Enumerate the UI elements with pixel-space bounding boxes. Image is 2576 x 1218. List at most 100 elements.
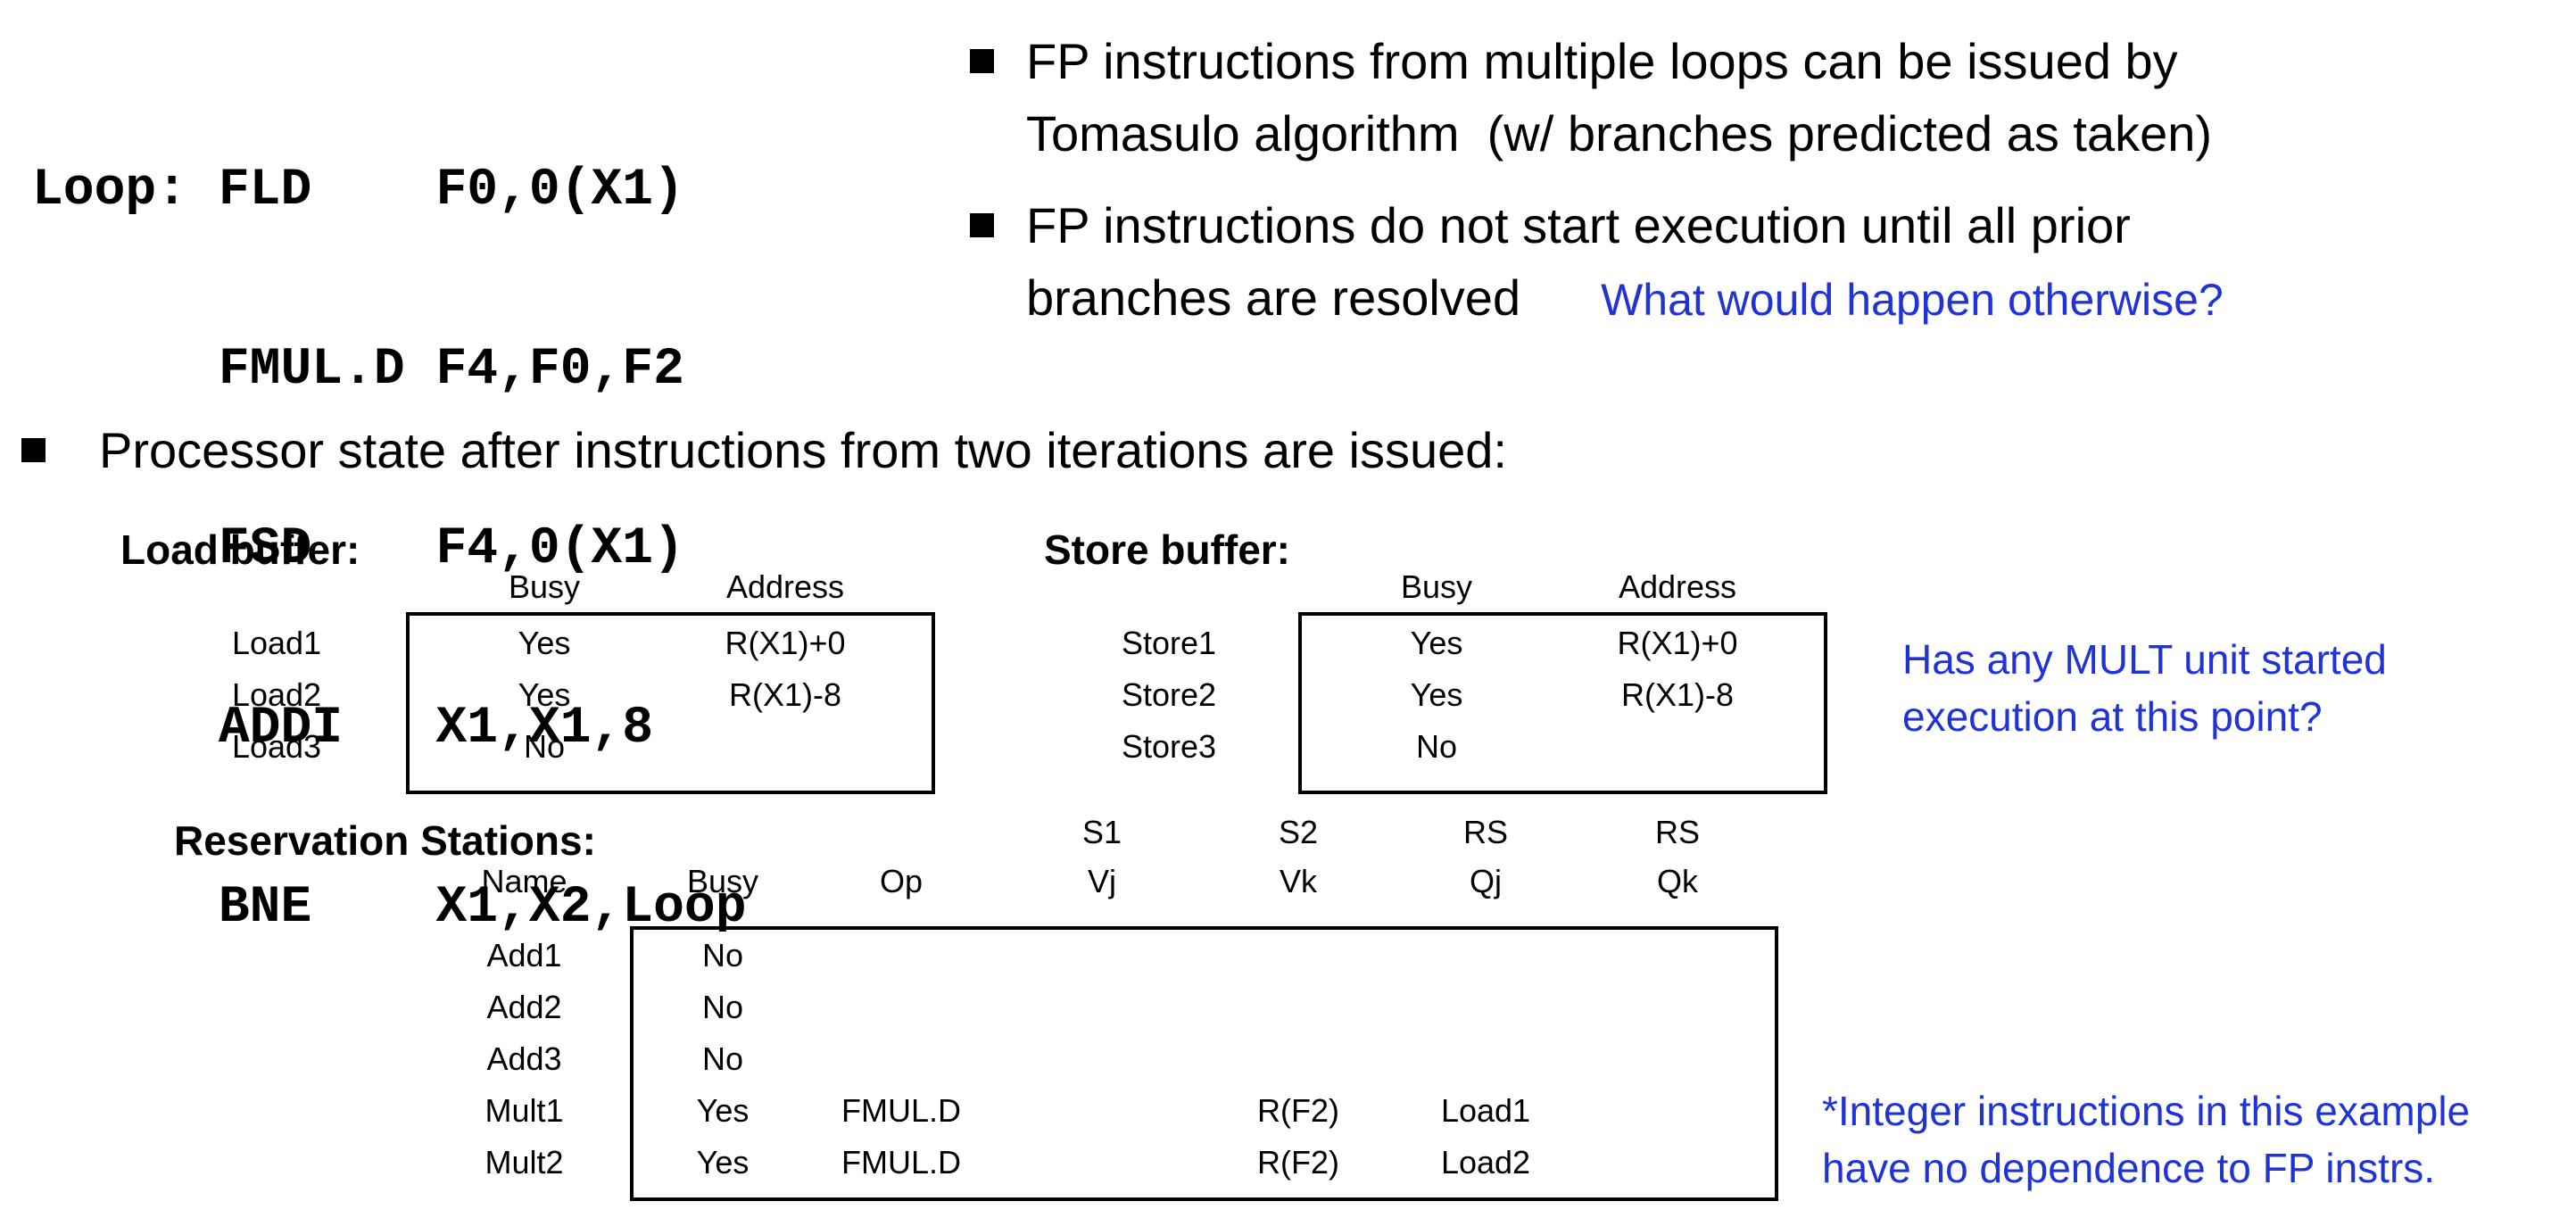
cell-address: R(X1)-8 xyxy=(1620,676,1735,713)
table-row: Add1 No xyxy=(384,930,1798,982)
table-border xyxy=(1298,612,1827,794)
note-line: Has any MULT unit started xyxy=(1902,636,2387,683)
code-line: FMUL.D F4,F0,F2 xyxy=(32,341,684,399)
load-buffer-title: Load buffer: xyxy=(120,526,360,573)
column-header-busy: Busy xyxy=(686,863,759,899)
super-column-header-s2: S2 xyxy=(1278,814,1319,850)
row-label: Add2 xyxy=(486,989,562,1025)
column-header-name: Name xyxy=(481,863,567,899)
table-header-row: Busy Address xyxy=(1008,566,1811,609)
table-row: Add2 No xyxy=(384,982,1798,1033)
code-line: ADDI X1,X1,8 xyxy=(32,700,654,758)
table-border xyxy=(406,612,935,794)
cell-busy: No xyxy=(1415,728,1458,765)
note-integer-instructions: *Integer instructions in this example ha… xyxy=(1822,1082,2470,1197)
cell-busy: Yes xyxy=(1410,676,1463,713)
cell-busy: Yes xyxy=(696,1144,750,1181)
code-line: FSD F4,0(X1) xyxy=(32,520,684,578)
column-header-qk: Qk xyxy=(1656,863,1698,899)
table-body: Load1 Yes R(X1)+0 Load2 Yes R(X1)-8 Load… xyxy=(116,609,919,773)
bullet-text: FP instructions from multiple loops can … xyxy=(1026,25,2212,170)
store-buffer-table: Busy Address Store1 Yes R(X1)+0 Store2 Y… xyxy=(1008,566,1827,794)
row-label: Load3 xyxy=(231,728,322,765)
table-row: Load3 No xyxy=(116,721,919,773)
row-label: Add3 xyxy=(486,1040,562,1077)
bullet-fp-execution: FP instructions do not start execution u… xyxy=(970,189,2549,336)
column-header-address: Address xyxy=(725,568,845,605)
table-super-header-row: S1 S2 RS RS xyxy=(384,810,1798,855)
bullet-line: branches are resolved What would happen o… xyxy=(1026,261,2224,336)
cell-op: FMUL.D xyxy=(841,1144,961,1181)
code-line: Loop: FLD F0,0(X1) xyxy=(32,162,684,220)
column-header-vk: Vk xyxy=(1279,863,1317,899)
bullet-line: FP instructions from multiple loops can … xyxy=(1026,33,2178,89)
bullet-square-icon xyxy=(21,438,46,462)
cell-vk: R(F2) xyxy=(1257,1144,1339,1181)
bullet-line: Tomasulo algorithm (w/ branches predicte… xyxy=(1026,105,2213,162)
note-line: have no dependence to FP instrs. xyxy=(1822,1145,2436,1191)
bullet-square-icon xyxy=(970,49,994,73)
table-row: Load1 Yes R(X1)+0 xyxy=(116,617,919,669)
row-label: Store1 xyxy=(1121,625,1217,661)
bullet-fp-issue: FP instructions from multiple loops can … xyxy=(970,25,2549,170)
reservation-stations-title: Reservation Stations: xyxy=(174,817,596,864)
cell-busy: Yes xyxy=(518,625,571,661)
super-column-header-s1: S1 xyxy=(1081,814,1122,850)
cell-op: FMUL.D xyxy=(841,1092,961,1129)
column-header-qj: Qj xyxy=(1470,863,1502,899)
table-row: Load2 Yes R(X1)-8 xyxy=(116,669,919,721)
row-label: Add1 xyxy=(486,937,562,974)
row-label: Mult2 xyxy=(485,1144,564,1181)
cell-busy: Yes xyxy=(696,1092,750,1129)
table-body: Store1 Yes R(X1)+0 Store2 Yes R(X1)-8 St… xyxy=(1008,609,1811,773)
cell-busy: Yes xyxy=(1410,625,1463,661)
super-column-header-rs: RS xyxy=(1654,814,1700,850)
bullet-line-text: branches are resolved xyxy=(1026,269,1521,326)
row-label: Mult1 xyxy=(485,1092,564,1129)
bullet-square-icon xyxy=(970,213,994,237)
table-header-row: Name Busy Op Vj Vk Qj Qk xyxy=(384,855,1798,908)
store-buffer-title: Store buffer: xyxy=(1044,526,1290,573)
row-label: Load2 xyxy=(231,676,322,713)
column-header-busy: Busy xyxy=(508,568,581,605)
note-mult-question: Has any MULT unit started execution at t… xyxy=(1902,631,2387,745)
cell-busy: Yes xyxy=(518,676,571,713)
cell-qj: Load2 xyxy=(1440,1144,1531,1181)
cell-vk: R(F2) xyxy=(1257,1092,1339,1129)
super-column-header-rs: RS xyxy=(1462,814,1508,850)
bullet-text: FP instructions do not start execution u… xyxy=(1026,189,2224,336)
cell-address: R(X1)+0 xyxy=(1617,625,1738,661)
cell-busy: No xyxy=(523,728,566,765)
table-row: Store1 Yes R(X1)+0 xyxy=(1008,617,1811,669)
column-header-vj: Vj xyxy=(1087,863,1116,899)
table-row: Store2 Yes R(X1)-8 xyxy=(1008,669,1811,721)
bullet-processor-state: Processor state after instructions from … xyxy=(21,415,1507,486)
table-row: Mult1 Yes FMUL.D R(F2) Load1 xyxy=(384,1085,1798,1137)
cell-address: R(X1)+0 xyxy=(725,625,846,661)
column-header-address: Address xyxy=(1618,568,1737,605)
load-buffer-table: Busy Address Load1 Yes R(X1)+0 Load2 Yes… xyxy=(116,566,935,794)
table-row: Mult2 Yes FMUL.D R(F2) Load2 xyxy=(384,1137,1798,1189)
cell-address: R(X1)-8 xyxy=(728,676,842,713)
note-what-would-happen: What would happen otherwise? xyxy=(1601,275,2224,325)
note-line: *Integer instructions in this example xyxy=(1822,1088,2471,1134)
row-label: Store3 xyxy=(1121,728,1217,765)
note-line: execution at this point? xyxy=(1902,693,2323,740)
assembly-code: Loop: FLD F0,0(X1) FMUL.D F4,F0,F2 FSD F… xyxy=(32,41,747,1057)
reservation-stations-table: S1 S2 RS RS Name Busy Op Vj Vk Qj Qk Add… xyxy=(384,810,1798,1201)
bullet-line: FP instructions do not start execution u… xyxy=(1026,197,2131,253)
cell-qj: Load1 xyxy=(1440,1092,1531,1129)
column-header-op: Op xyxy=(879,863,924,899)
table-body: Add1 No Add2 No Add3 No xyxy=(384,908,1798,1189)
table-row: Add3 No xyxy=(384,1033,1798,1085)
row-label: Load1 xyxy=(231,625,322,661)
table-header-row: Busy Address xyxy=(116,566,919,609)
table-row: Store3 No xyxy=(1008,721,1811,773)
cell-busy: No xyxy=(701,937,744,974)
cell-busy: No xyxy=(701,1040,744,1077)
cell-busy: No xyxy=(701,989,744,1025)
bullet-line: Processor state after instructions from … xyxy=(99,422,1507,478)
row-label: Store2 xyxy=(1121,676,1217,713)
column-header-busy: Busy xyxy=(1400,568,1473,605)
